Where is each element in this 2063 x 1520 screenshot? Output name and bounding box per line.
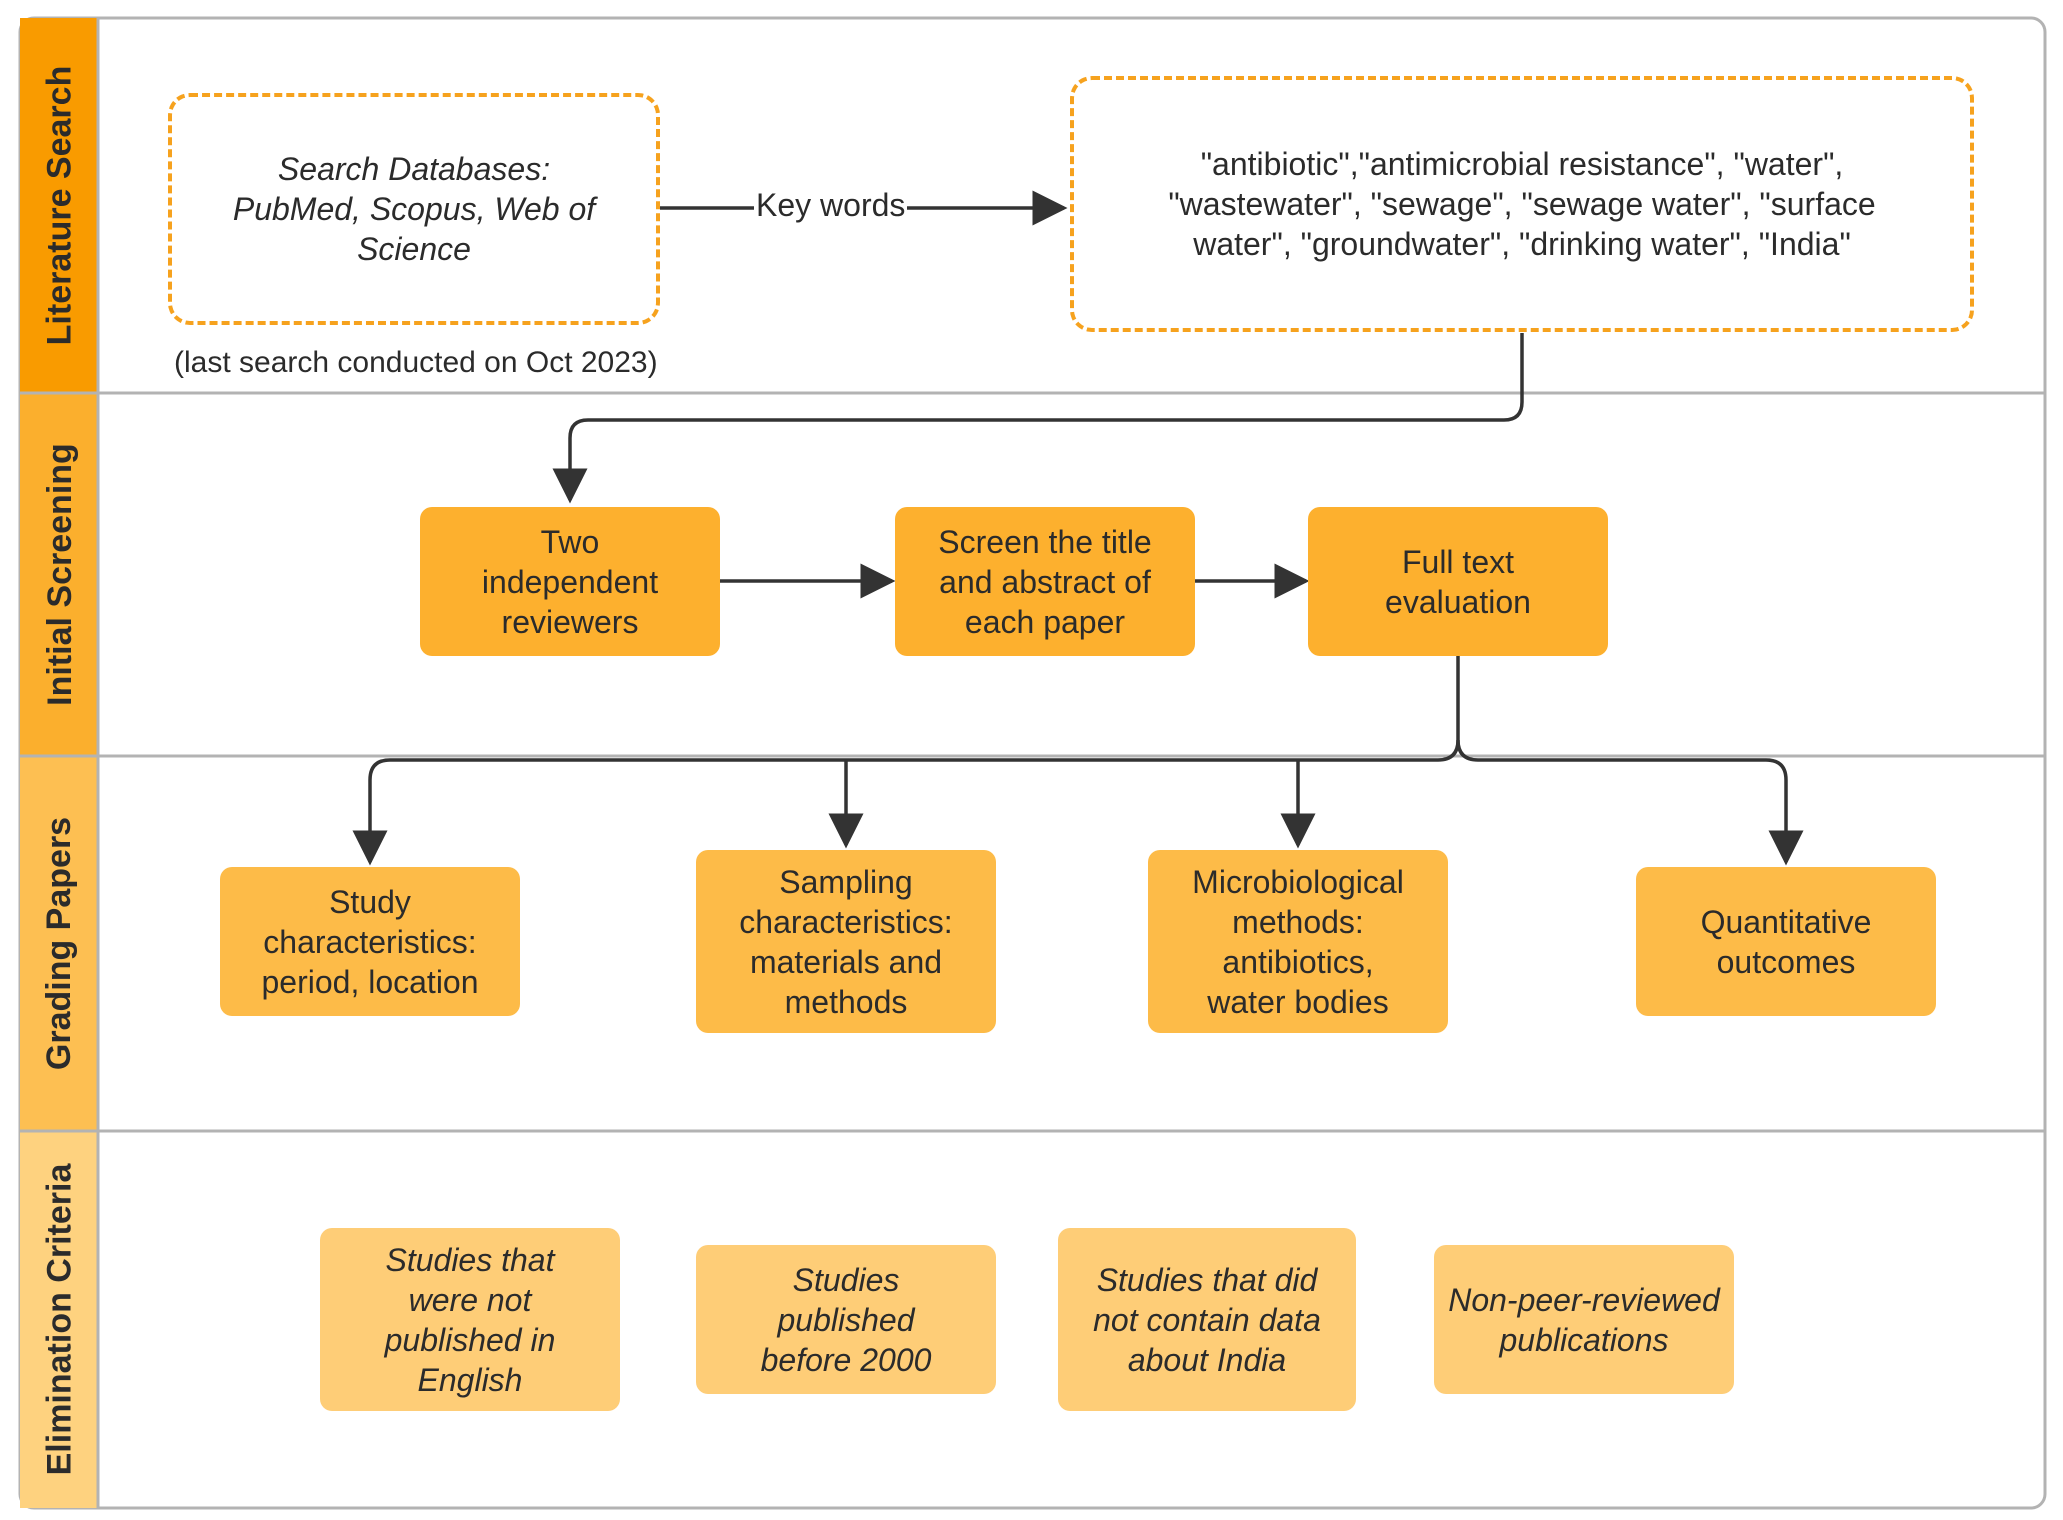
lane-label-elimination-criteria: Elimination Criteria bbox=[40, 1163, 79, 1476]
lane-strip-grading-papers bbox=[20, 756, 98, 1131]
not-english-criterion-box: Studies that were not published in Engli… bbox=[320, 1228, 620, 1411]
keywords-box: "antibiotic","antimicrobial resistance",… bbox=[1070, 76, 1974, 332]
lane-label-grading-papers: Grading Papers bbox=[40, 816, 79, 1071]
sampling-characteristics-box: Sampling characteristics: materials and … bbox=[696, 850, 996, 1033]
lane-strip-elimination-criteria bbox=[20, 1131, 98, 1508]
two-reviewers-box: Two independent reviewers bbox=[420, 507, 720, 656]
microbiological-methods-box: Microbiological methods: antibiotics, wa… bbox=[1148, 850, 1448, 1033]
no-india-data-criterion-box: Studies that did not contain data about … bbox=[1058, 1228, 1356, 1411]
lane-label-literature-search: Literature Search bbox=[40, 65, 79, 346]
full-text-evaluation-box: Full text evaluation bbox=[1308, 507, 1608, 656]
search-date-note: (last search conducted on Oct 2023) bbox=[174, 346, 658, 379]
search-databases-box: Search Databases: PubMed, Scopus, Web of… bbox=[168, 93, 660, 325]
study-characteristics-box: Study characteristics: period, location bbox=[220, 867, 520, 1016]
quantitative-outcomes-box: Quantitative outcomes bbox=[1636, 867, 1936, 1016]
lane-strip-literature-search bbox=[20, 18, 98, 393]
non-peer-reviewed-criterion-box: Non-peer-reviewed publications bbox=[1434, 1245, 1734, 1394]
arrow-fulltext-to-study bbox=[352, 656, 1460, 866]
before-2000-criterion-box: Studies published before 2000 bbox=[696, 1245, 996, 1394]
screen-title-abstract-box: Screen the title and abstract of each pa… bbox=[895, 507, 1195, 656]
arrow-keywords-to-reviewers bbox=[552, 333, 1524, 504]
lane-label-initial-screening: Initial Screening bbox=[40, 443, 79, 706]
lane-strip-initial-screening bbox=[20, 393, 98, 756]
arrow-fulltext-to-quantitative bbox=[1456, 739, 1804, 866]
keywords-edge-label: Key words bbox=[754, 185, 908, 225]
